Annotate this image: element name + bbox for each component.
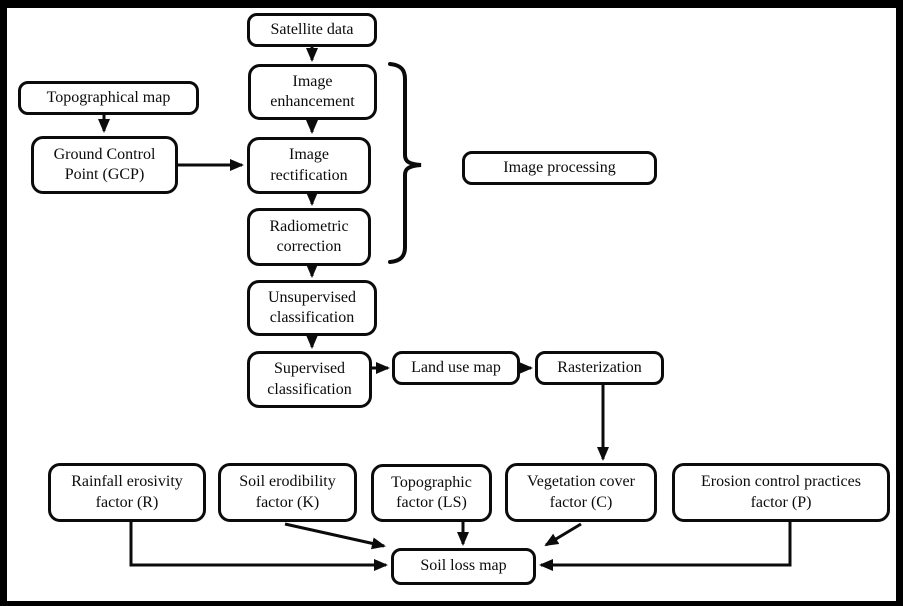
node-erosion-control-factor: Erosion control practices factor (P) [672, 463, 890, 522]
node-radiometric-correction: Radiometric correction [247, 208, 371, 266]
node-topographic-factor: Topographic factor (LS) [371, 464, 492, 522]
node-image-processing: Image processing [462, 151, 657, 185]
node-unsupervised-classification: Unsupervised classification [247, 280, 377, 336]
node-image-rectification: Image rectification [247, 137, 371, 194]
node-supervised-classification: Supervised classification [247, 351, 372, 408]
node-image-enhancement: Image enhancement [248, 64, 377, 120]
node-land-use-map: Land use map [392, 351, 520, 385]
node-vegetation-cover-factor: Vegetation cover factor (C) [505, 463, 657, 522]
node-soil-loss-map: Soil loss map [391, 548, 536, 585]
node-satellite-data: Satellite data [247, 13, 377, 47]
node-ground-control-point: Ground Control Point (GCP) [31, 136, 178, 194]
node-topographical-map: Topographical map [18, 81, 199, 115]
node-rainfall-erosivity-factor: Rainfall erosivity factor (R) [48, 463, 206, 522]
node-soil-erodibility-factor: Soil erodibility factor (K) [218, 463, 357, 522]
node-rasterization: Rasterization [535, 351, 664, 385]
